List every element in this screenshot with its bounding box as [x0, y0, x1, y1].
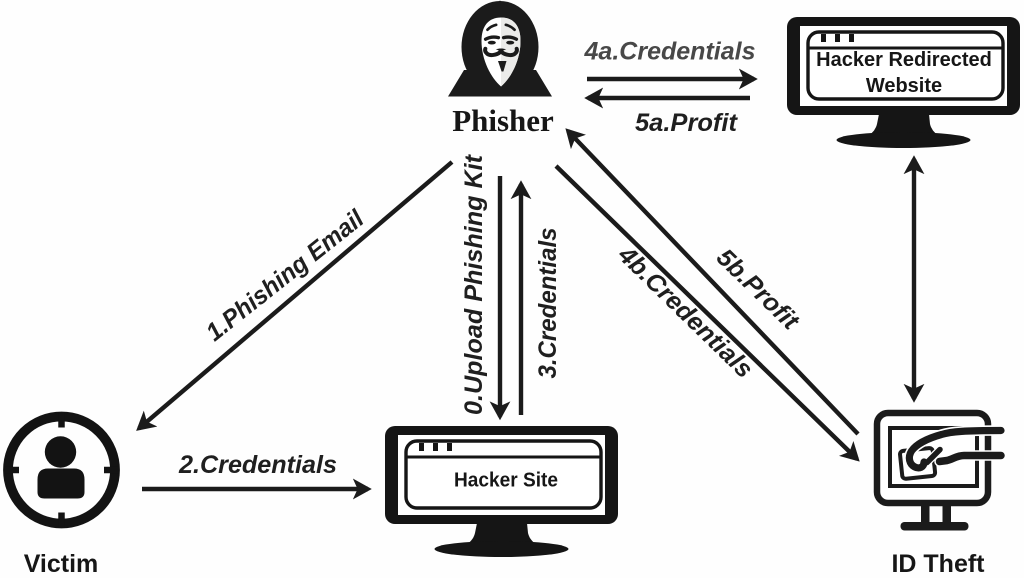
svg-text:0.Upload Phishing Kit: 0.Upload Phishing Kit	[460, 153, 488, 415]
svg-text:3.Credentials: 3.Credentials	[534, 227, 562, 378]
svg-text:ID Theft: ID Theft	[891, 550, 985, 578]
svg-text:Phisher: Phisher	[452, 103, 554, 138]
svg-text:Victim: Victim	[24, 550, 99, 578]
svg-text:Hacker Redirected: Hacker Redirected	[816, 49, 992, 71]
svg-text:Website: Website	[866, 75, 942, 97]
svg-text:4a.Credentials: 4a.Credentials	[583, 38, 755, 66]
svg-text:Hacker Site: Hacker Site	[454, 470, 558, 492]
svg-text:5a.Profit: 5a.Profit	[635, 109, 739, 137]
svg-text:2.Credentials: 2.Credentials	[178, 451, 337, 479]
